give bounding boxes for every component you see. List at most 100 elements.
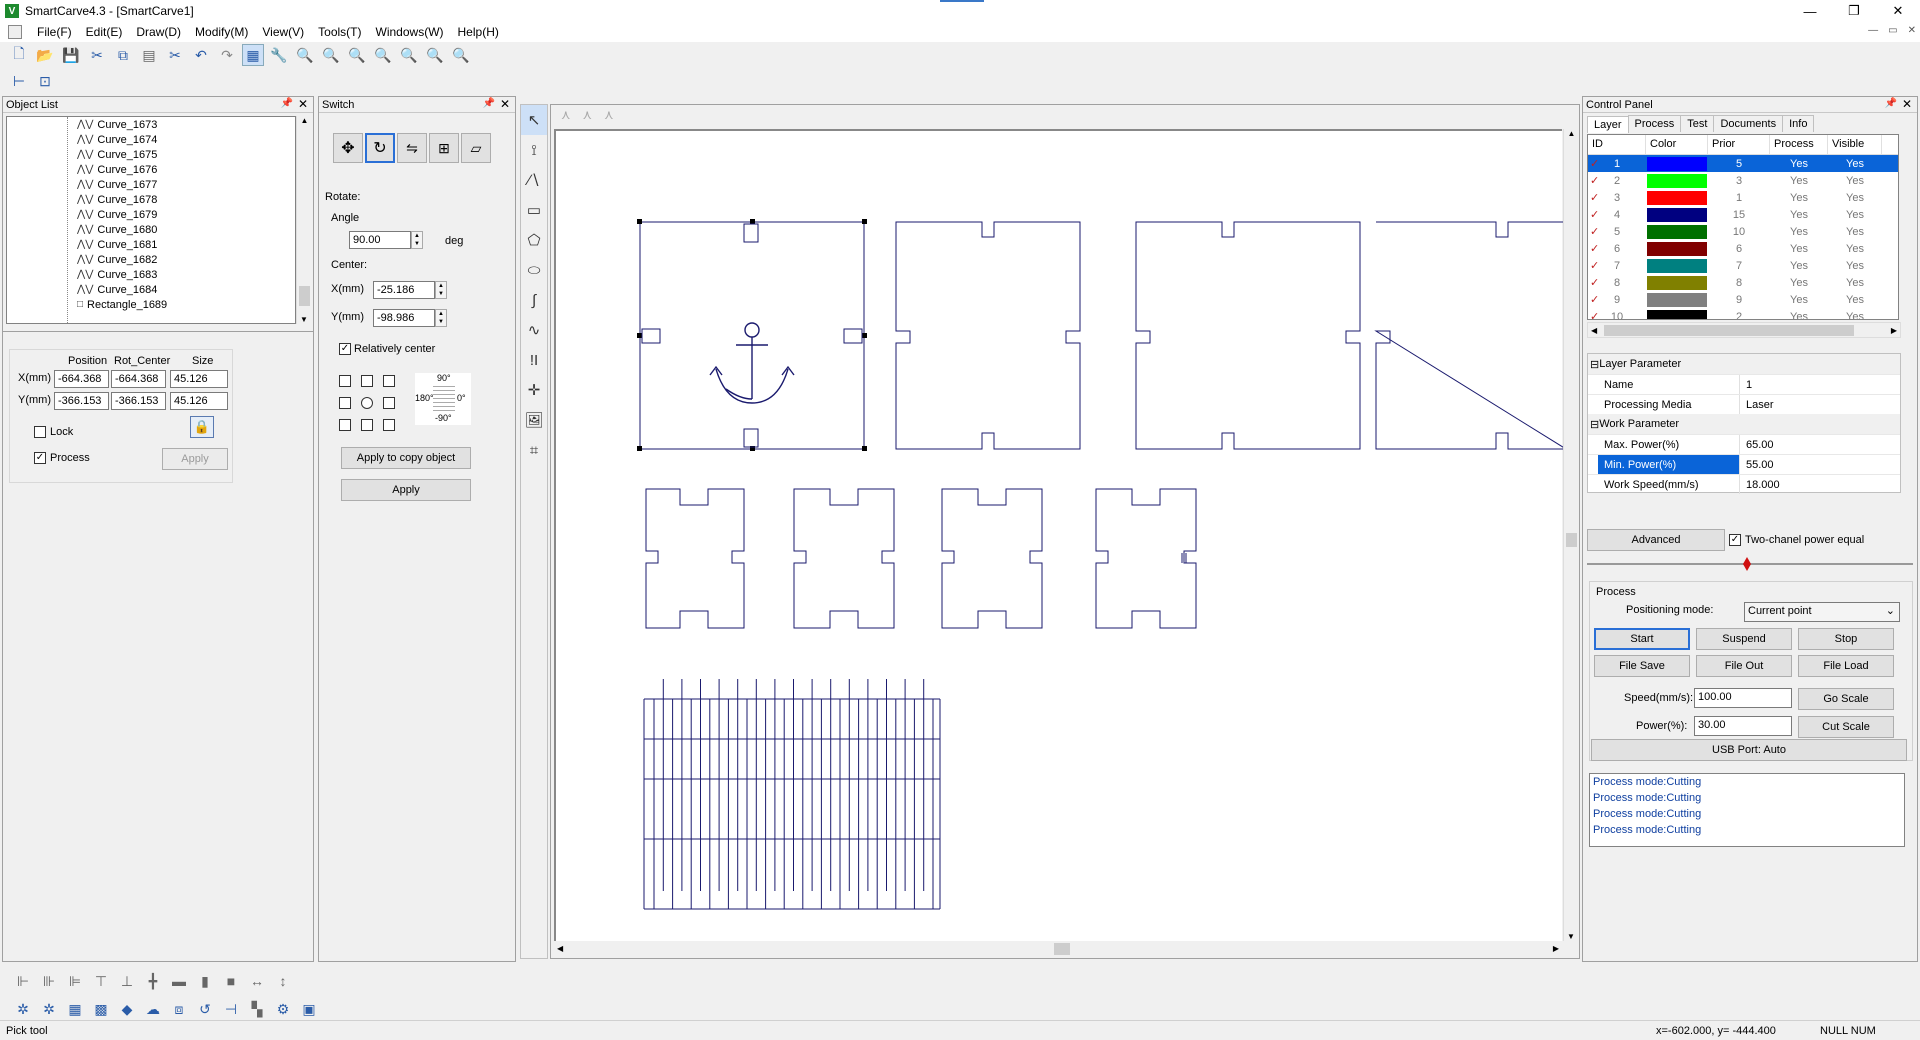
y-size-field[interactable]: 45.126 bbox=[170, 392, 228, 410]
skew-transform-icon[interactable]: ▱ bbox=[461, 133, 491, 163]
tree-item[interactable]: ⋀⋁Curve_1679 bbox=[7, 207, 295, 222]
suspend-button[interactable]: Suspend bbox=[1696, 628, 1792, 650]
tree-item[interactable]: ⋀⋁Curve_1678 bbox=[7, 192, 295, 207]
lock-checkbox[interactable] bbox=[34, 426, 46, 438]
layer-color-swatch[interactable] bbox=[1647, 207, 1707, 222]
node-edit-icon[interactable]: ⟟ bbox=[531, 141, 537, 159]
layer-color-swatch[interactable] bbox=[1647, 292, 1707, 307]
tree-item[interactable]: ⋀⋁Curve_1675 bbox=[7, 147, 295, 162]
hatch-icon[interactable]: ▩ bbox=[94, 1000, 108, 1017]
array-icon[interactable]: ▦ bbox=[68, 1000, 82, 1017]
center-x-stepper[interactable]: ▲▼ bbox=[435, 281, 447, 299]
center-y-stepper[interactable]: ▲▼ bbox=[435, 309, 447, 327]
x-size-field[interactable]: 45.126 bbox=[170, 370, 228, 388]
menu-modify[interactable]: Modify(M) bbox=[195, 25, 249, 39]
outline-icon[interactable]: ☁ bbox=[146, 1000, 160, 1017]
layer-visible[interactable]: Yes bbox=[1846, 191, 1864, 204]
layer-process[interactable]: Yes bbox=[1790, 191, 1808, 204]
layer-visible[interactable]: Yes bbox=[1846, 157, 1864, 170]
image-import-icon[interactable]: 🖼 bbox=[524, 412, 544, 429]
layer-process[interactable]: Yes bbox=[1790, 174, 1808, 187]
comb-piece[interactable] bbox=[643, 679, 941, 910]
selected-piece[interactable] bbox=[639, 221, 865, 450]
layer-check-icon[interactable]: ✓ bbox=[1590, 243, 1600, 255]
paste-icon[interactable]: ▤ bbox=[142, 46, 156, 63]
text-tool-icon[interactable]: ǃI bbox=[529, 351, 539, 369]
layer-visible[interactable]: Yes bbox=[1846, 259, 1864, 272]
anchor-top-center[interactable] bbox=[361, 375, 373, 387]
tab-process[interactable]: Process bbox=[1627, 115, 1682, 132]
layer-check-icon[interactable]: ✓ bbox=[1590, 158, 1600, 170]
menu-help[interactable]: Help(H) bbox=[457, 25, 499, 39]
layer-visible[interactable]: Yes bbox=[1846, 225, 1864, 238]
usb-port-button[interactable]: USB Port: Auto bbox=[1591, 739, 1907, 761]
origin-icon[interactable]: ✛ bbox=[527, 382, 541, 399]
layer-process[interactable]: Yes bbox=[1790, 276, 1808, 289]
layer-check-icon[interactable]: ✓ bbox=[1590, 226, 1600, 238]
media-value[interactable]: Laser bbox=[1746, 398, 1774, 411]
switch-apply-button[interactable]: Apply bbox=[341, 479, 471, 501]
rectangle-icon[interactable]: ▭ bbox=[526, 202, 542, 219]
start-button[interactable]: Start bbox=[1594, 628, 1690, 650]
menu-file[interactable]: File(F) bbox=[37, 25, 72, 39]
zoom-in-icon[interactable]: 🔍 bbox=[322, 46, 340, 63]
anchor-middle-left[interactable] bbox=[339, 397, 351, 409]
layer-prior[interactable]: 9 bbox=[1735, 293, 1743, 306]
layer-prior[interactable]: 10 bbox=[1732, 225, 1746, 238]
layer-check-icon[interactable]: ✓ bbox=[1590, 277, 1600, 289]
canvas-vscroll[interactable]: ▲ ▼ bbox=[1563, 129, 1579, 941]
layer-process[interactable]: Yes bbox=[1790, 259, 1808, 272]
fill-icon[interactable]: ◆ bbox=[121, 1000, 133, 1017]
layer-check-icon[interactable]: ✓ bbox=[1590, 311, 1600, 320]
anchor-center[interactable] bbox=[361, 397, 373, 409]
align-left-icon[interactable]: ⊩ bbox=[16, 972, 30, 989]
pin-icon[interactable]: 📌 bbox=[482, 98, 495, 109]
advanced-button[interactable]: Advanced bbox=[1587, 529, 1725, 551]
layer-visible[interactable]: Yes bbox=[1846, 276, 1864, 289]
layer-color-swatch[interactable] bbox=[1647, 173, 1707, 188]
polyline-icon[interactable]: ∕∖ bbox=[527, 172, 541, 189]
maximize-button[interactable]: ❐ bbox=[1848, 3, 1860, 18]
layer-prior[interactable]: 15 bbox=[1732, 208, 1746, 221]
tree-item[interactable]: ⋀⋁Curve_1676 bbox=[7, 162, 295, 177]
align-center-icon[interactable]: ╋ bbox=[148, 972, 158, 989]
tree-item[interactable]: □Rectangle_1689 bbox=[7, 297, 295, 312]
layer-color-swatch[interactable] bbox=[1647, 241, 1707, 256]
two-channel-checkbox[interactable]: ✓ bbox=[1729, 534, 1741, 546]
small-piece-3[interactable] bbox=[941, 488, 1043, 629]
x-position-field[interactable]: -664.368 bbox=[54, 370, 109, 388]
power-slider-thumb[interactable] bbox=[1743, 557, 1751, 571]
apply-button[interactable]: Apply bbox=[162, 448, 228, 470]
align-top-icon[interactable]: ⊤ bbox=[94, 972, 108, 989]
rotation-dial[interactable]: 90° 180° 0° -90° bbox=[415, 373, 471, 425]
layer-check-icon[interactable]: ✓ bbox=[1590, 175, 1600, 187]
angle-stepper[interactable]: ▲▼ bbox=[411, 231, 423, 249]
curve-icon[interactable]: ∫ bbox=[531, 291, 537, 309]
same-size-icon[interactable]: ■ bbox=[226, 973, 236, 989]
relatively-center-checkbox[interactable]: ✓ bbox=[339, 343, 351, 355]
tree-item[interactable]: ⋀⋁Curve_1681 bbox=[7, 237, 295, 252]
tree-item[interactable]: ⋀⋁Curve_1682 bbox=[7, 252, 295, 267]
pick-tool-icon[interactable]: ↖ bbox=[521, 105, 547, 135]
anchor-graphic[interactable] bbox=[709, 322, 795, 404]
tree-item[interactable]: ⋀⋁Curve_1677 bbox=[7, 177, 295, 192]
layer-prior[interactable]: 2 bbox=[1735, 310, 1743, 320]
zoom-out-icon[interactable]: 🔍 bbox=[374, 46, 392, 63]
tab-info[interactable]: Info bbox=[1782, 115, 1815, 132]
undo-icon[interactable]: ↶ bbox=[195, 46, 207, 63]
anchor-middle-right[interactable] bbox=[383, 397, 395, 409]
document-icon[interactable] bbox=[8, 25, 22, 39]
grid-icon[interactable]: ▦ bbox=[242, 44, 264, 66]
align-hcenter-icon[interactable]: ⊪ bbox=[42, 972, 56, 989]
piece-1[interactable] bbox=[895, 221, 1081, 450]
work-speed-value[interactable]: 18.000 bbox=[1746, 478, 1780, 491]
layer-process[interactable]: Yes bbox=[1790, 225, 1808, 238]
polygon-icon[interactable]: ⬠ bbox=[527, 232, 541, 249]
file-out-button[interactable]: File Out bbox=[1696, 655, 1792, 677]
apply-to-copy-button[interactable]: Apply to copy object bbox=[341, 447, 471, 469]
